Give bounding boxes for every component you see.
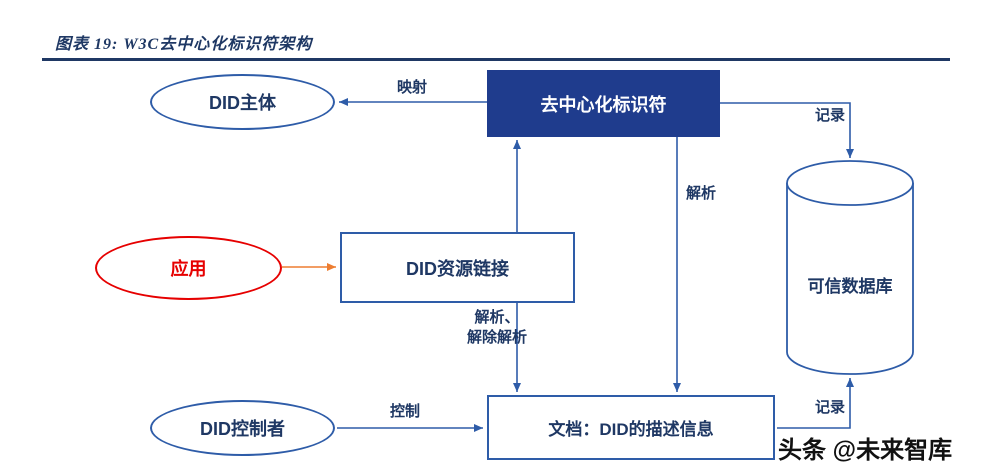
node-application: 应用 <box>95 236 282 300</box>
edge-label-record-top: 记录 <box>814 107 845 124</box>
node-did-document: 文档：DID的描述信息 <box>487 395 775 460</box>
edge-label-mapping: 映射 <box>396 79 427 96</box>
edge-label-resolve-deresolve: 解析、 解除解析 <box>466 309 527 346</box>
database-cylinder <box>786 160 914 375</box>
edge-label-record-bottom: 记录 <box>814 399 845 416</box>
watermark: 头条 @未来智库 <box>778 437 953 464</box>
node-did-subject: DID主体 <box>150 74 335 130</box>
node-did-controller: DID控制者 <box>150 400 335 456</box>
title-divider <box>42 58 950 61</box>
node-did-resource-link: DID资源链接 <box>340 232 575 303</box>
figure-title: 图表 19: W3C去中心化标识符架构 <box>55 36 313 53</box>
edge-label-control: 控制 <box>389 403 420 420</box>
record-bottom-arrow <box>777 378 854 429</box>
node-decentralized-identifier: 去中心化标识符 <box>487 70 720 137</box>
node-trusted-database-label: 可信数据库 <box>807 277 893 296</box>
record-top-arrow <box>720 102 854 158</box>
edge-label-resolve: 解析 <box>686 185 717 202</box>
